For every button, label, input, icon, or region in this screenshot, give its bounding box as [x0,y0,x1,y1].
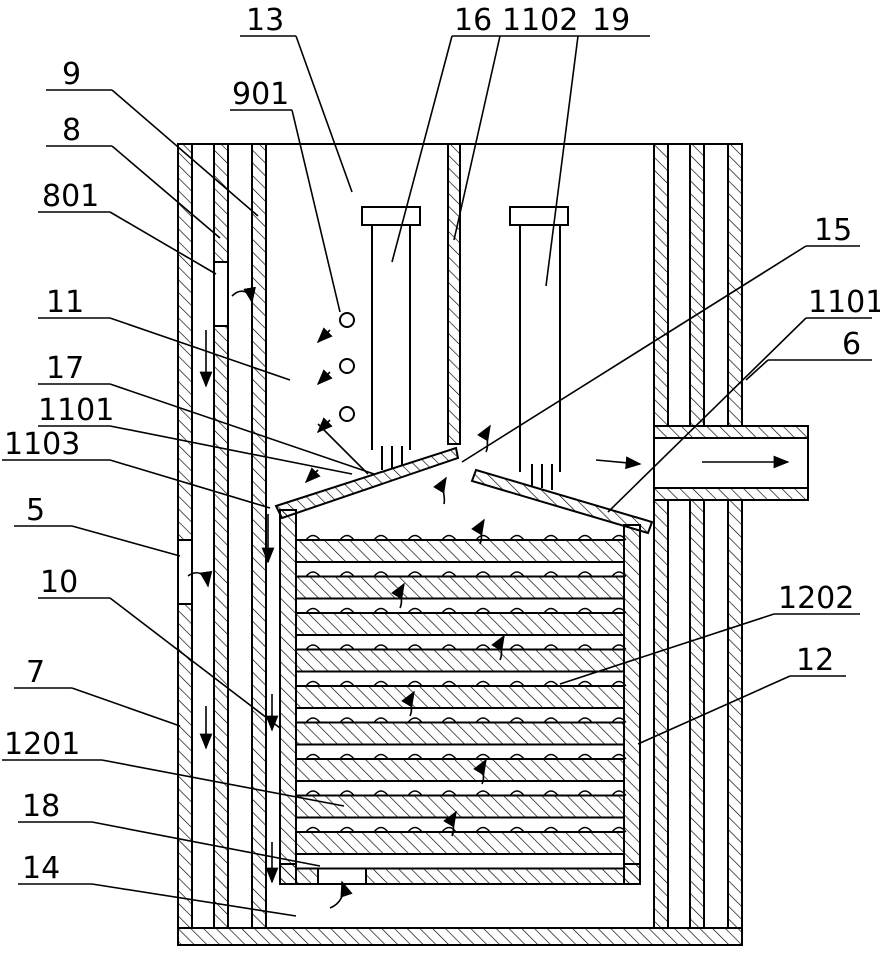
filter-layer-hatched [295,612,625,636]
tube-16-cap [361,206,421,226]
filter-layer-hatched [295,794,625,819]
tube-16-nozzles [381,446,403,470]
filter-layer-texture [305,607,627,614]
label-1201: 1201 [4,727,80,762]
jacket-wall-right-b-low [689,499,705,929]
label-14: 14 [22,851,60,886]
tube-19-nozzles [531,464,553,490]
label-13: 13 [246,3,284,38]
filter-layer-plain [295,597,625,614]
filter-layer-hatched [295,758,625,782]
filter-layer-hatched [295,831,625,855]
filter-layer-texture [305,644,627,650]
filter-layer-texture [305,717,627,723]
filter-layer-texture [305,790,627,796]
filter-layer-texture [305,680,627,687]
inclined-plate-1101-left [274,446,460,520]
bottom-plate [177,927,743,946]
inclined-plate-1101-right [470,468,654,535]
label-7: 7 [26,655,45,690]
filter-layer-hatched [295,721,625,746]
bubbles-901 [339,312,355,422]
label-1101-left: 1101 [38,393,114,428]
label-6: 6 [842,327,861,362]
filter-layers [295,534,627,870]
label-9: 9 [62,57,81,92]
opening-5 [177,539,193,605]
tube-19-cap [509,206,569,226]
label-901: 901 [232,77,289,112]
filter-layer-hatched [295,685,625,709]
label-19: 19 [592,3,630,38]
leader-lines [2,35,872,917]
baffle-1102 [447,143,461,445]
jacket-wall-right-a [653,143,669,427]
filter-layer-plain [295,780,625,797]
jacket-wall-right-b [689,143,705,427]
inner-wall-9 [251,143,267,929]
label-18: 18 [22,789,60,824]
filter-layer-plain [295,561,625,578]
label-801: 801 [42,179,99,214]
outlet-pipe-6-lower-wall [653,487,809,501]
filter-layer-plain [295,707,625,724]
reactor-wall-right [623,524,641,885]
filter-layer-texture [305,571,627,577]
filter-layer-hatched [295,648,625,673]
filter-layer-plain [295,634,625,651]
filter-layer-hatched [295,539,625,563]
filter-layer-plain [295,853,625,870]
filter-layer-plain [295,816,625,833]
label-15: 15 [814,213,852,248]
label-1102: 1102 [502,3,578,38]
outer-wall-right [727,143,743,929]
label-1103: 1103 [4,427,80,462]
label-8: 8 [62,113,81,148]
opening-801 [213,261,229,327]
flow-arrows [187,286,790,909]
filter-layer-hatched [295,575,625,600]
label-1202: 1202 [778,581,854,616]
outlet-pipe-6-upper-wall [653,425,809,439]
label-5: 5 [26,493,45,528]
label-16: 16 [454,3,492,38]
filter-layer-texture [305,753,627,760]
label-17: 17 [46,351,84,386]
label-10: 10 [40,565,78,600]
jacket-wall-right-a-low [653,499,669,929]
reactor-wall-left [279,509,297,885]
label-12: 12 [796,643,834,678]
filter-layer-plain [295,743,625,760]
label-1101-right: 1101 [808,285,880,320]
label-11: 11 [46,285,84,320]
outer-wall-left [177,143,193,929]
